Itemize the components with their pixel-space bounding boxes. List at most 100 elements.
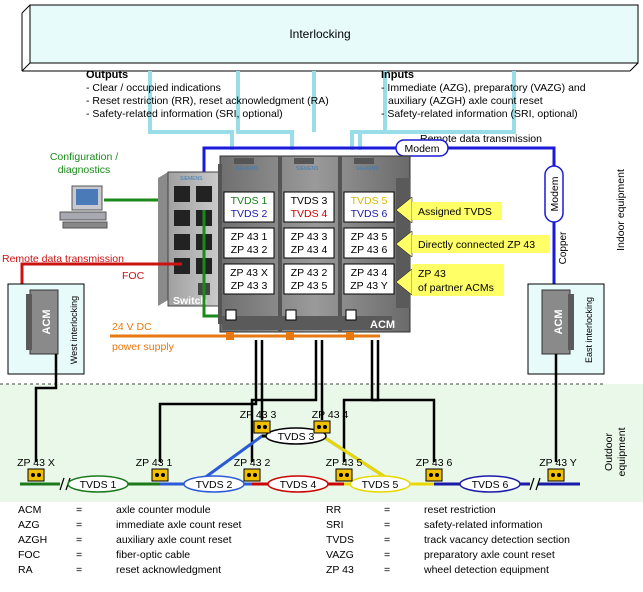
module-direct-zp-label: ZP 43 5 (351, 231, 388, 243)
outputs-item: - Reset restriction (RR), reset acknowle… (86, 95, 329, 107)
module-direct-zp-label: ZP 43 2 (231, 244, 268, 256)
outputs-item: - Safety-related information (SRI, optio… (86, 108, 283, 120)
legend-equals: = (76, 504, 83, 516)
module-direct-zp-label: ZP 43 1 (231, 231, 268, 243)
legend-row: RR=reset restriction (326, 503, 570, 518)
remote-left-label: Remote data transmission (2, 253, 124, 265)
module-partner-zp-label: ZP 43 2 (291, 267, 328, 279)
legend-equals: = (76, 564, 83, 576)
legend-description: reset restriction (424, 504, 496, 516)
legend-description: preparatory axle count reset (424, 549, 555, 561)
module-connector (285, 309, 297, 321)
legend-abbr: AZG (18, 519, 40, 531)
module-direct-zp-label: ZP 43 6 (351, 244, 388, 256)
legend-equals: = (76, 519, 83, 531)
acm-east-label: ACM (553, 309, 565, 334)
module-direct-zp-label: ZP 43 4 (291, 244, 328, 256)
track-section-badge (459, 475, 521, 493)
track-section-label: TVDS 2 (196, 479, 233, 491)
legend-equals: = (384, 564, 391, 576)
module-partner-zp-label: ZP 43 5 (291, 280, 328, 292)
track-section-label: TVDS 6 (472, 479, 509, 491)
inputs-item: auxiliary (AZGH) axle count reset (388, 95, 543, 107)
module-tvds-label: TVDS 5 (351, 195, 388, 207)
foc-label: FOC (122, 270, 145, 282)
track-section-label: TVDS 5 (362, 479, 399, 491)
track-break (59, 477, 65, 491)
power-label-2: power supply (112, 341, 175, 353)
module-tvds-label: TVDS 2 (231, 208, 268, 220)
outputs-heading: Outputs (86, 69, 128, 81)
legend-row: FOC=fiber-optic cable (18, 548, 241, 563)
modem-vertical-box (544, 165, 564, 223)
track-section-badge (265, 427, 327, 445)
track-break (529, 477, 535, 491)
copper-label: Copper (558, 231, 569, 264)
zp43-detector (547, 468, 565, 482)
zp43-label: ZP 43 3 (240, 409, 277, 421)
computer-icon (59, 185, 108, 229)
outdoor-label-1: Outdoor (603, 433, 615, 471)
module-connector (345, 309, 357, 321)
west-interlocking (7, 283, 85, 375)
legend-equals: = (384, 534, 391, 546)
module-tvds-label: TVDS 1 (231, 195, 268, 207)
module-tvds-label: TVDS 4 (291, 208, 328, 220)
config-label-2: diagnostics (58, 164, 111, 176)
legend-equals: = (384, 519, 391, 531)
legend-row: TVDS=track vacancy detection section (326, 533, 570, 548)
track-section-badge (349, 475, 411, 493)
zp43-label: ZP 43 1 (136, 457, 173, 469)
track-section-badge (267, 475, 329, 493)
interlocking-box (29, 4, 639, 64)
callout-direct-zp43: Directly connected ZP 43 (418, 239, 535, 251)
legend-abbr: ACM (18, 504, 42, 516)
east-interlocking-label: East interlocking (584, 297, 594, 363)
legend-abbr: TVDS (326, 534, 355, 546)
acm-west-label: ACM (41, 309, 53, 334)
zp43-detector (243, 468, 261, 482)
module-tvds-label: TVDS 6 (351, 208, 388, 220)
zp43-detector (151, 468, 169, 482)
inputs-item: - Immediate (AZG), preparatory (VAZG) an… (381, 82, 586, 94)
zp43-label: ZP 43 4 (312, 409, 349, 421)
zp43-detector (27, 468, 45, 482)
modem-label: Modem (404, 143, 439, 155)
module-partner-zp-label: ZP 43 X (230, 267, 268, 279)
legend-row: ZP 43=wheel detection equipment (326, 563, 570, 578)
legend-row: SRI=safety-related information (326, 518, 570, 533)
east-interlocking (527, 283, 605, 375)
legend-abbr: RA (18, 564, 33, 576)
legend-row: ACM=axle counter module (18, 503, 241, 518)
modem-vertical-label: Modem (549, 176, 561, 211)
switch-label: Switch (173, 295, 207, 307)
zp43-label: ZP 43 X (17, 457, 55, 469)
outputs-item: - Clear / occupied indications (86, 82, 221, 94)
track-section-label: TVDS 1 (80, 479, 117, 491)
legend-equals: = (76, 534, 83, 546)
module-partner-zp-label: ZP 43 4 (351, 267, 388, 279)
zp43-detector (313, 420, 331, 434)
track-section-label: TVDS 4 (280, 479, 317, 491)
legend-description: immediate axle count reset (116, 519, 242, 531)
legend-row: AZG = immediate axle count reset (18, 518, 241, 533)
west-interlocking-label: West interlocking (69, 296, 79, 364)
zp43-detector (425, 468, 443, 482)
inputs-item: - Safety-related information (SRI, optio… (381, 108, 578, 120)
module-connector (225, 309, 237, 321)
callout-partner-2: of partner ACMs (418, 282, 494, 294)
module-brand: SIEMENS (296, 166, 319, 172)
legend-equals: = (76, 549, 83, 561)
legend-description: fiber-optic cable (116, 549, 191, 561)
module-partner-zp-label: ZP 43 3 (231, 280, 268, 292)
switch-device (158, 171, 227, 307)
config-label-1: Configuration / (50, 151, 118, 163)
inputs-heading: Inputs (381, 69, 414, 81)
module-direct-zp-label: ZP 43 3 (291, 231, 328, 243)
legend-abbr: RR (326, 504, 342, 516)
legend-abbr: SRI (326, 519, 344, 531)
legend-equals: = (384, 549, 391, 561)
legend-row: RA=reset acknowledgment (18, 563, 241, 578)
